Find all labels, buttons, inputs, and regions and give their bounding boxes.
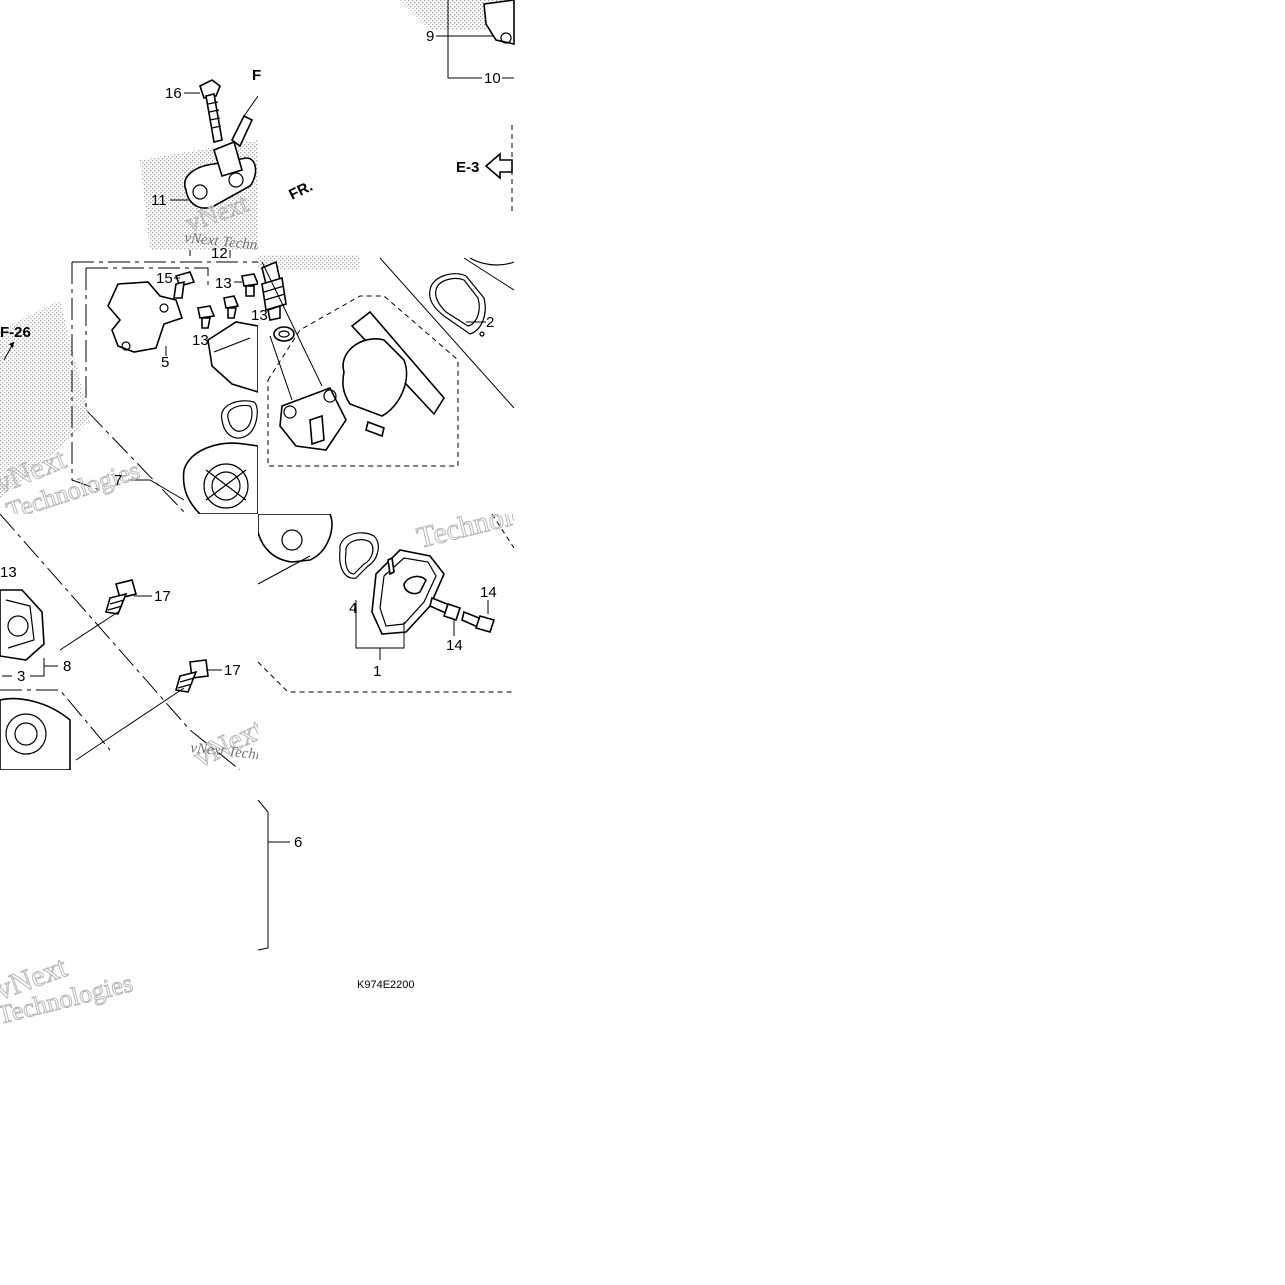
- callout-11: 11: [151, 192, 167, 209]
- gasket-2: [429, 273, 486, 335]
- callout-2: 2: [486, 314, 494, 331]
- callout-17: 17: [154, 588, 171, 605]
- callout-7: 7: [114, 472, 122, 489]
- callout-14: 14: [480, 584, 497, 601]
- diagram-code: K974E2200: [357, 979, 415, 991]
- callout-1: 1: [373, 663, 381, 680]
- callout-8: 8: [63, 658, 71, 675]
- bolt-17-upper: [104, 579, 137, 615]
- bolt-15: [173, 271, 196, 299]
- callout-17: 17: [224, 662, 241, 679]
- bolts-14: [429, 596, 496, 633]
- bracket-6: [257, 799, 290, 951]
- right-lower-panel: Technologies: [258, 484, 577, 693]
- sensor-1: [371, 549, 445, 635]
- callout-10: 10: [484, 70, 501, 87]
- leader-lines: [165, 92, 478, 356]
- injector-clamp-11: [183, 140, 257, 209]
- right-upper-panel: [261, 257, 514, 467]
- left-lower-panel: vNext vNext Technologies: [0, 514, 258, 770]
- callout-13: 13: [192, 332, 209, 349]
- upper-fragment: [436, 0, 515, 79]
- bolt-16: [199, 79, 223, 143]
- callout-9: 9: [426, 28, 434, 45]
- e3-reference-arrow: [484, 125, 513, 212]
- bolts-13: [197, 273, 258, 329]
- gasket: [221, 400, 258, 439]
- callout-15: 15: [156, 270, 173, 287]
- front-label: FR.: [286, 178, 315, 204]
- bolt-17-lower: [174, 659, 209, 693]
- air-valve-housing: [279, 310, 445, 451]
- callout-5: 5: [161, 354, 169, 371]
- ref-e3: E-3: [456, 159, 479, 176]
- callout-14: 14: [446, 637, 463, 654]
- callout-labels: 9 10 16 11 12 15 13 13 13 5 7 2 13 17 17…: [0, 28, 501, 851]
- callout-6: 6: [294, 834, 302, 851]
- bracket-5: [107, 281, 184, 353]
- throttle-body-7: [182, 442, 258, 514]
- callout-4: 4: [349, 600, 357, 617]
- fuel-injector: [261, 260, 287, 321]
- callout-16: 16: [165, 85, 182, 102]
- callout-13: 13: [215, 275, 232, 292]
- ref-fragment: F: [252, 67, 261, 84]
- callout-13: 13: [251, 307, 268, 324]
- watermark: Technologies: [414, 484, 577, 555]
- callout-13: 13: [0, 564, 17, 581]
- callout-12: 12: [211, 245, 228, 262]
- gasket-4: [339, 532, 379, 579]
- callout-3: 3: [17, 668, 25, 685]
- ref-f26: F-26: [0, 324, 31, 341]
